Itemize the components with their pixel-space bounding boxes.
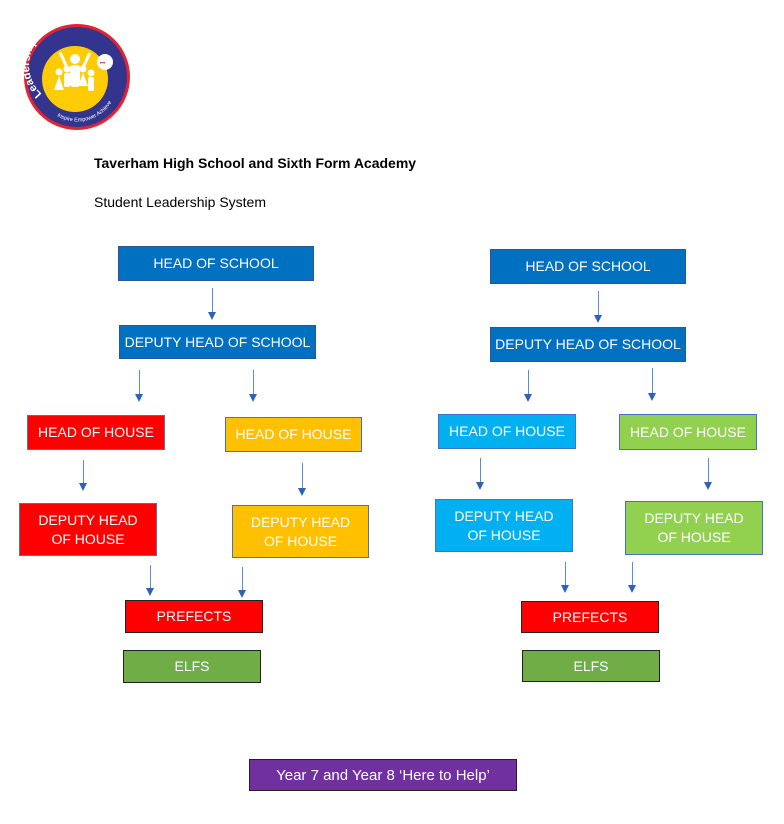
left-head-of-house-yellow: HEAD OF HOUSE (225, 417, 362, 452)
left-deputy-head-of-house-red: DEPUTY HEAD OF HOUSE (19, 503, 157, 556)
arrow-icon (628, 562, 636, 593)
svg-text:ꟷ: ꟷ (100, 61, 105, 67)
right-head-of-house-blue: HEAD OF HOUSE (438, 414, 576, 449)
arrow-icon (238, 567, 246, 598)
arrow-icon (594, 291, 602, 323)
here-to-help-box: Year 7 and Year 8 ‘Here to Help’ (249, 759, 517, 791)
right-head-of-school: HEAD OF SCHOOL (490, 249, 686, 284)
arrow-icon (79, 460, 87, 491)
left-prefects: PREFECTS (125, 600, 263, 633)
right-head-of-house-green: HEAD OF HOUSE (619, 414, 757, 450)
left-deputy-head-of-school: DEPUTY HEAD OF SCHOOL (119, 325, 316, 359)
page-subtitle: Student Leadership System (94, 194, 266, 210)
arrow-icon (135, 370, 143, 402)
left-deputy-head-of-house-yellow: DEPUTY HEAD OF HOUSE (232, 505, 369, 558)
right-deputy-head-of-house-green: DEPUTY HEAD OF HOUSE (625, 501, 763, 555)
leadership-logo: ꟷ Leadership Inspire Empower Achieve (22, 24, 130, 130)
right-deputy-head-of-house-blue: DEPUTY HEAD OF HOUSE (435, 499, 573, 552)
arrow-icon (524, 370, 532, 402)
arrow-icon (249, 370, 257, 402)
page-title: Taverham High School and Sixth Form Acad… (94, 155, 417, 171)
right-prefects: PREFECTS (521, 601, 659, 633)
arrow-icon (298, 463, 306, 496)
arrow-icon (704, 458, 712, 490)
arrow-icon (561, 562, 569, 593)
right-elfs: ELFS (522, 650, 660, 682)
arrow-icon (208, 288, 216, 320)
arrow-icon (476, 458, 484, 490)
left-elfs: ELFS (123, 650, 261, 683)
right-deputy-head-of-school: DEPUTY HEAD OF SCHOOL (490, 327, 686, 362)
left-head-of-house-red: HEAD OF HOUSE (27, 415, 165, 450)
arrow-icon (146, 565, 154, 596)
arrow-icon (648, 368, 656, 401)
left-head-of-school: HEAD OF SCHOOL (118, 246, 314, 281)
